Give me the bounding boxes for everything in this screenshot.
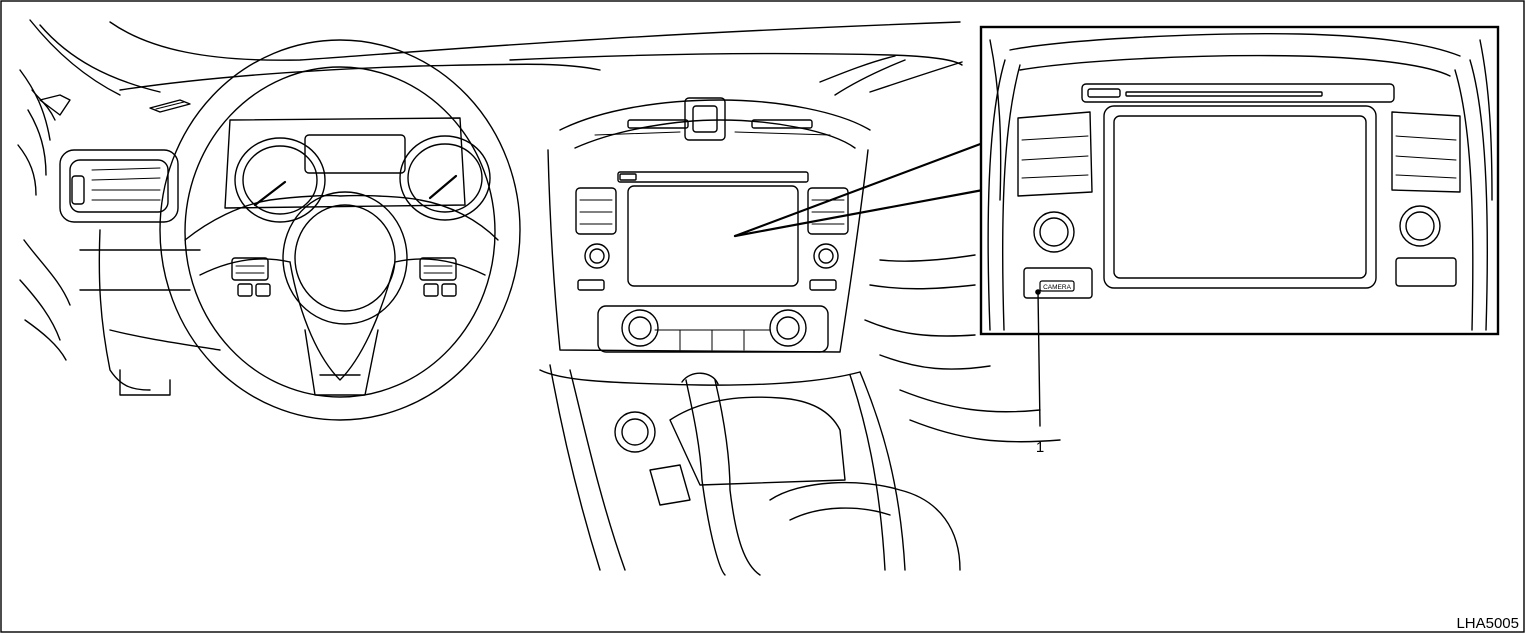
figure-code: LHA5005: [1456, 615, 1519, 632]
inset-leader-lower: [733, 188, 985, 238]
dashboard-outline: [17, 19, 1061, 571]
callout-leader: [1037, 291, 1041, 427]
camera-button-icon: CAMERA: [1039, 280, 1075, 292]
steering-wheel-icon: [159, 39, 521, 421]
inset-leader-upper: [733, 141, 985, 238]
callout-number: 1: [1036, 439, 1044, 456]
center-stack: [547, 97, 961, 576]
camera-button-label: CAMERA: [1043, 284, 1071, 291]
inset-detail: [979, 25, 1500, 336]
